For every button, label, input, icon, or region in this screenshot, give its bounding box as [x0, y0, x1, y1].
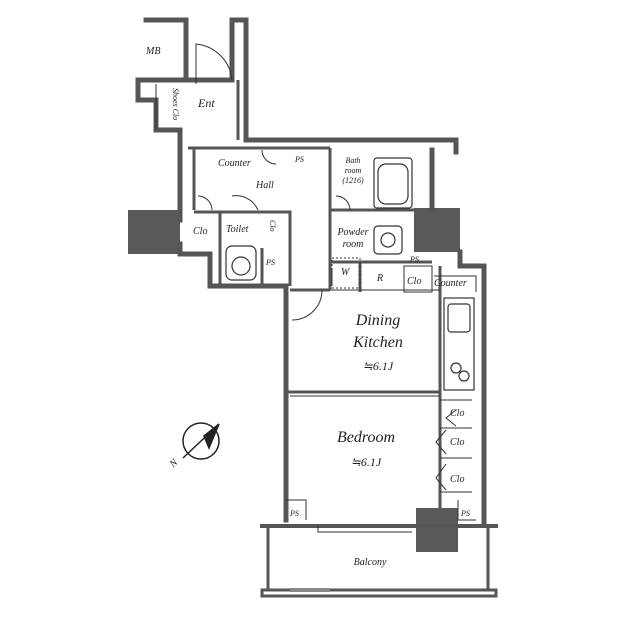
- kitchen-counter: [443, 297, 475, 391]
- label-ps-hall: PS: [295, 155, 304, 164]
- label-closet-toilet: Clo: [268, 220, 277, 232]
- sink-fixture: [373, 225, 403, 255]
- label-bedroom-area: ≒6.1J: [350, 455, 382, 469]
- label-closet-left: Clo: [193, 226, 208, 237]
- label-toilet: Toilet: [226, 224, 249, 235]
- label-balcony: Balcony: [353, 557, 387, 568]
- label-bathroom-size: (1216): [342, 176, 364, 185]
- label-ps-toilet: PS: [266, 258, 275, 267]
- label-closet-bedroom-1: Clo: [450, 408, 465, 419]
- label-ps-bedroom-right: PS: [461, 509, 470, 518]
- toilet-fixture: [225, 245, 257, 281]
- label-closet-bedroom-3: Clo: [450, 474, 465, 485]
- label-dining-area: ≒6.1J: [362, 359, 394, 373]
- label-ps-bedroom-left: PS: [290, 509, 299, 518]
- label-ps-kitchen: PS: [410, 255, 419, 264]
- interior-walls: [188, 80, 442, 508]
- label-hall: Hall: [256, 180, 274, 191]
- exterior-walls: [135, 17, 498, 598]
- structural-columns: [128, 208, 460, 552]
- label-refrigerator: R: [377, 273, 384, 284]
- label-entrance: Ent: [198, 96, 215, 110]
- compass-icon: [182, 422, 220, 460]
- label-mb: MB: [146, 46, 161, 57]
- label-hall-counter: Counter: [218, 158, 251, 169]
- detail-lines: [155, 84, 477, 533]
- washer-area: [331, 257, 361, 289]
- label-powder-room-line1: Powder: [337, 227, 369, 238]
- label-bathroom-line1: Bath: [345, 156, 361, 165]
- label-kitchen: Kitchen: [353, 334, 403, 351]
- label-dining: Dining: [355, 312, 401, 329]
- label-closet-kitchen: Clo: [407, 276, 422, 287]
- label-bathroom-line2: room: [344, 166, 362, 175]
- label-kitchen-counter: Counter: [434, 278, 467, 289]
- label-washer: W: [341, 267, 350, 278]
- doors: [195, 43, 457, 491]
- label-powder-room-line2: room: [342, 239, 364, 250]
- label-shoes-closet: Shoes Clo: [171, 88, 180, 121]
- label-closet-bedroom-2: Clo: [450, 437, 465, 448]
- label-bedroom: Bedroom: [336, 429, 396, 446]
- bathtub: [373, 157, 413, 209]
